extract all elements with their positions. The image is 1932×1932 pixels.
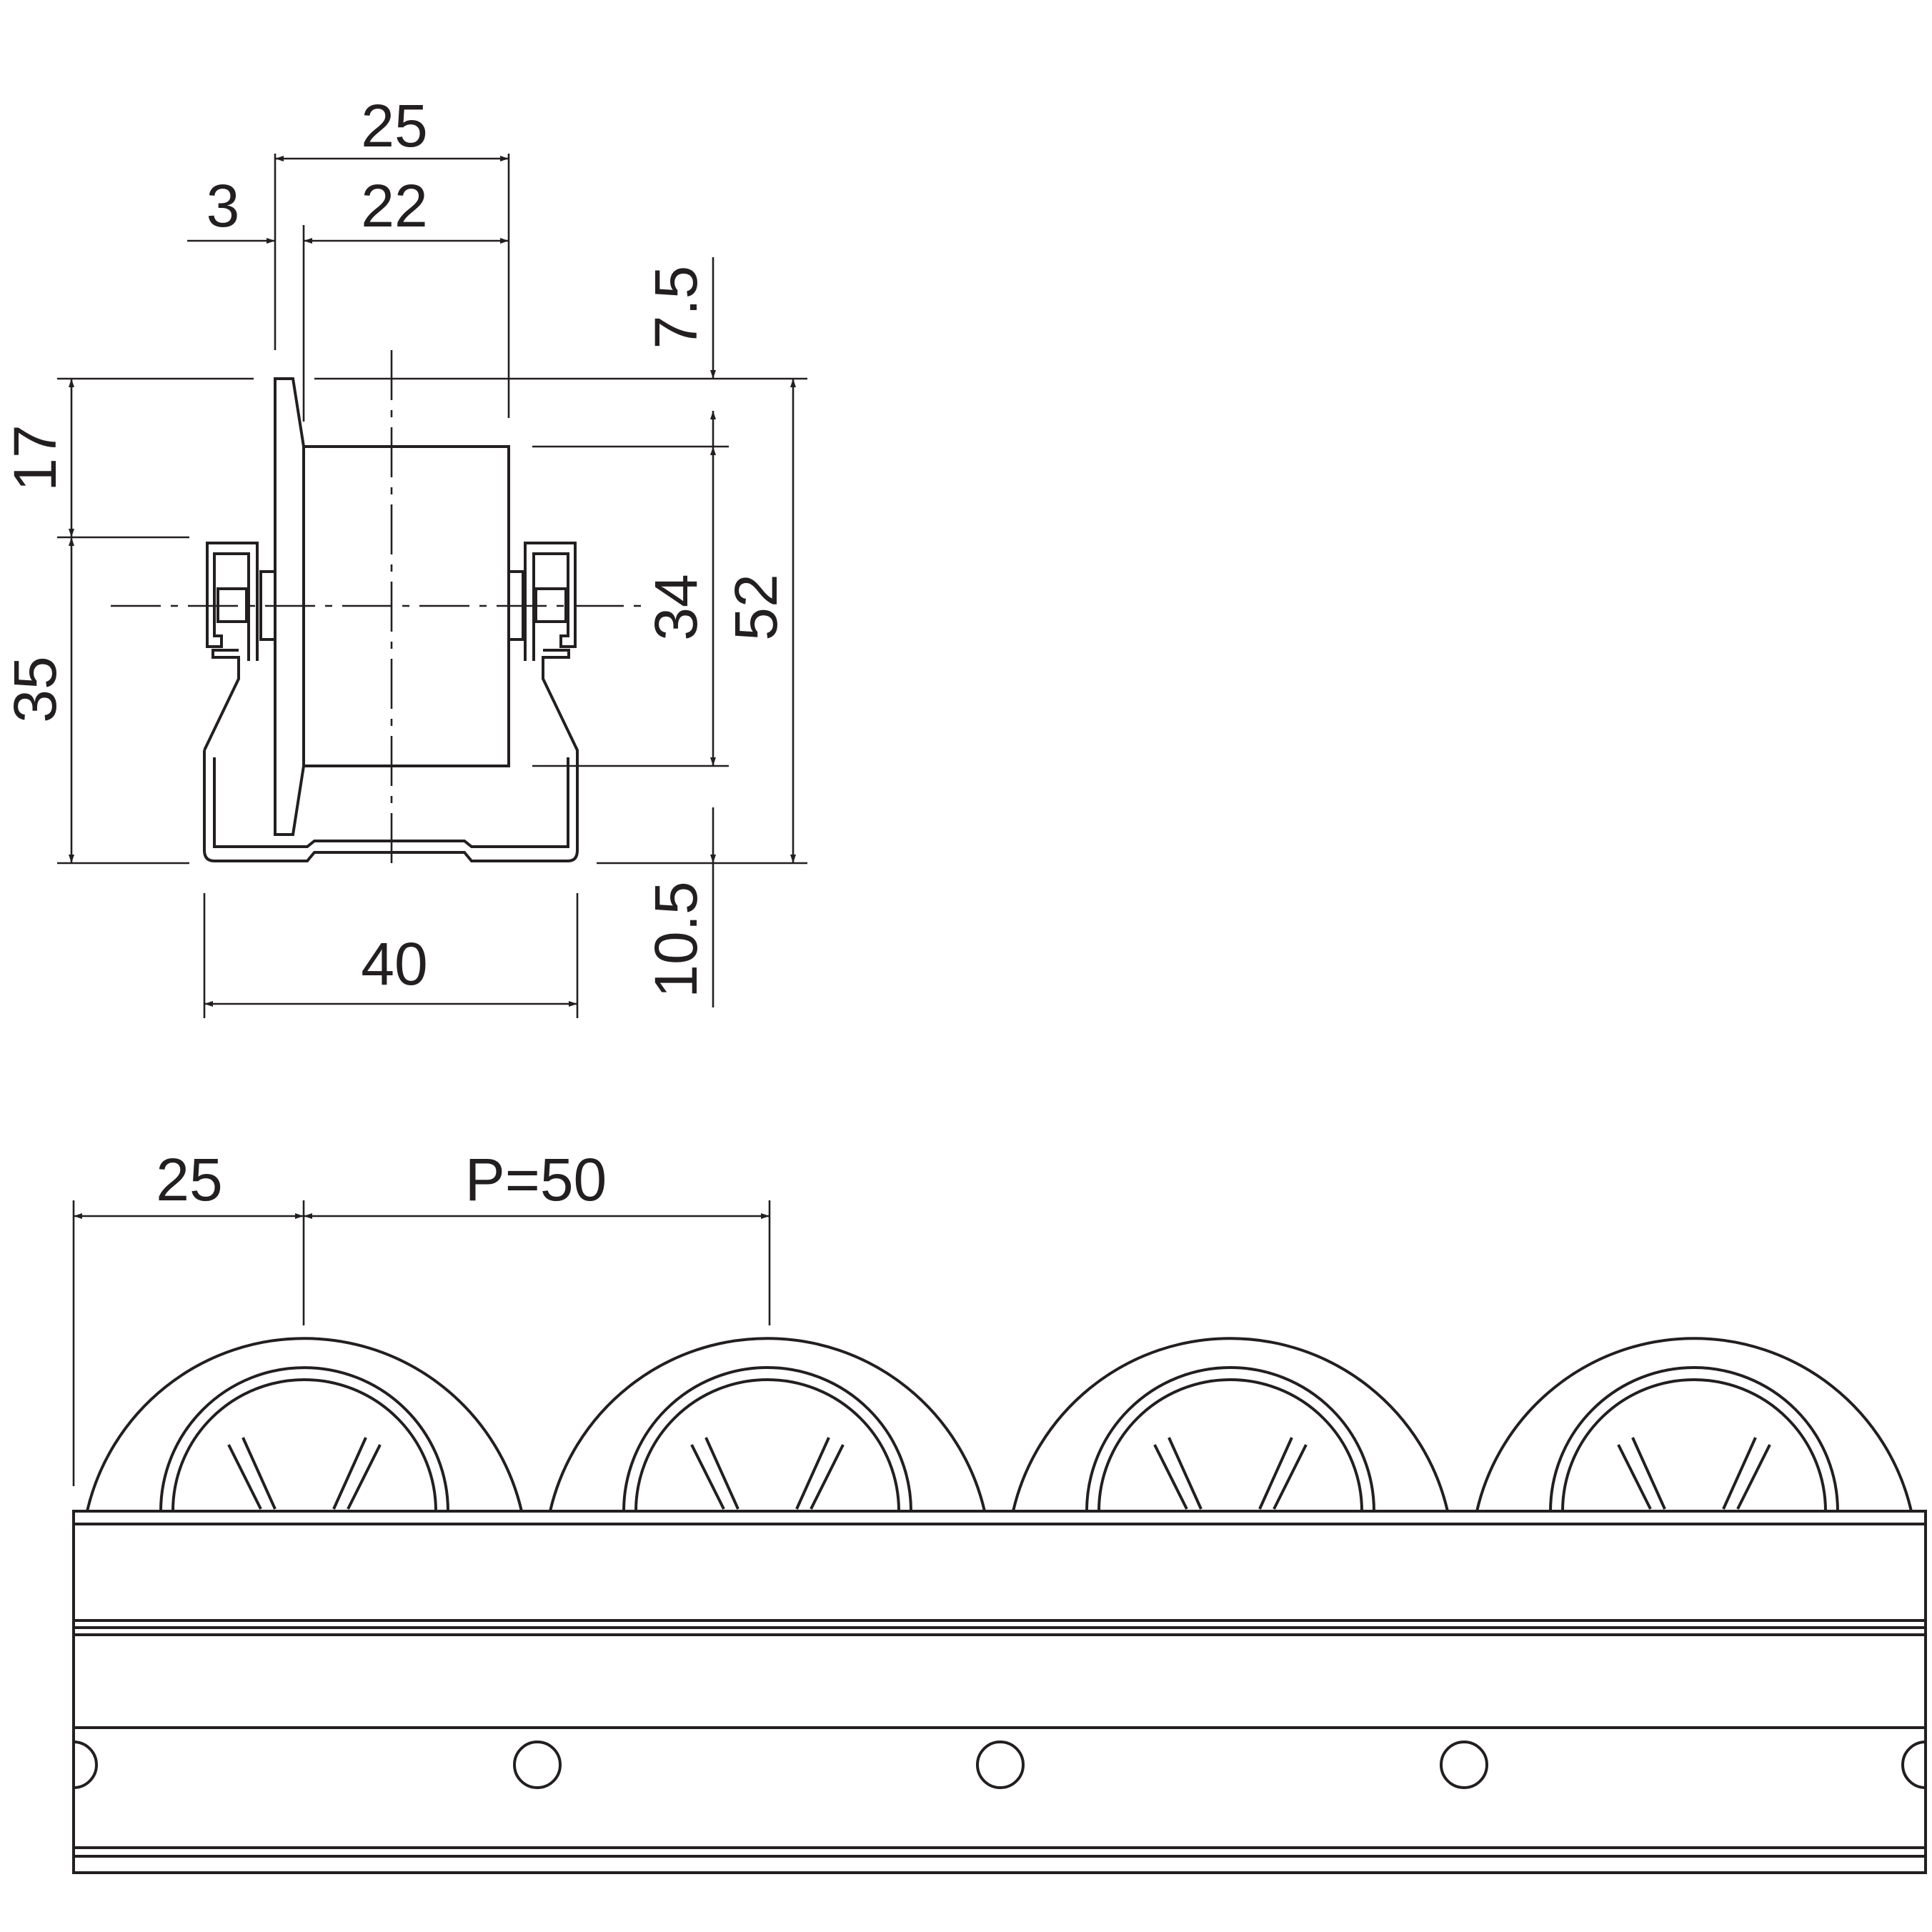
mounting-hole bbox=[976, 1741, 1025, 1789]
wheel bbox=[1012, 1337, 1449, 1512]
mounting-hole bbox=[513, 1741, 562, 1789]
rail-outline bbox=[72, 1510, 1927, 1874]
dim-frame-width: 40 bbox=[361, 930, 427, 997]
dim-total-height: 52 bbox=[722, 574, 790, 640]
frame-channel-outer bbox=[203, 649, 579, 862]
dim-height-lower: 35 bbox=[1, 656, 69, 722]
dim-flange-thickness: 3 bbox=[206, 172, 240, 239]
side-view: 25 P=50 bbox=[72, 1146, 1927, 1874]
end-notch-left bbox=[73, 1741, 98, 1789]
dim-height-upper: 17 bbox=[1, 424, 69, 491]
dim-bottom-offset: 10.5 bbox=[642, 881, 709, 998]
wheel bbox=[1475, 1337, 1913, 1512]
frame-channel-inner bbox=[213, 757, 569, 848]
left-clip bbox=[206, 542, 259, 661]
mounting-hole bbox=[1440, 1741, 1488, 1789]
wheel bbox=[86, 1337, 523, 1512]
dim-first-roller-offset: 25 bbox=[156, 1146, 222, 1213]
right-clip bbox=[524, 542, 577, 661]
dim-top-width: 25 bbox=[361, 92, 427, 159]
end-notch-right bbox=[1901, 1741, 1926, 1789]
dim-roller-inset: 7.5 bbox=[642, 266, 709, 349]
dim-roller-diameter: 34 bbox=[642, 574, 709, 640]
dim-roller-width: 22 bbox=[361, 172, 427, 239]
wheel bbox=[549, 1337, 986, 1512]
dim-pitch: P=50 bbox=[465, 1146, 607, 1213]
section-view: 25 3 22 17 35 7.5 34 52 10.5 40 bbox=[1, 92, 807, 1018]
